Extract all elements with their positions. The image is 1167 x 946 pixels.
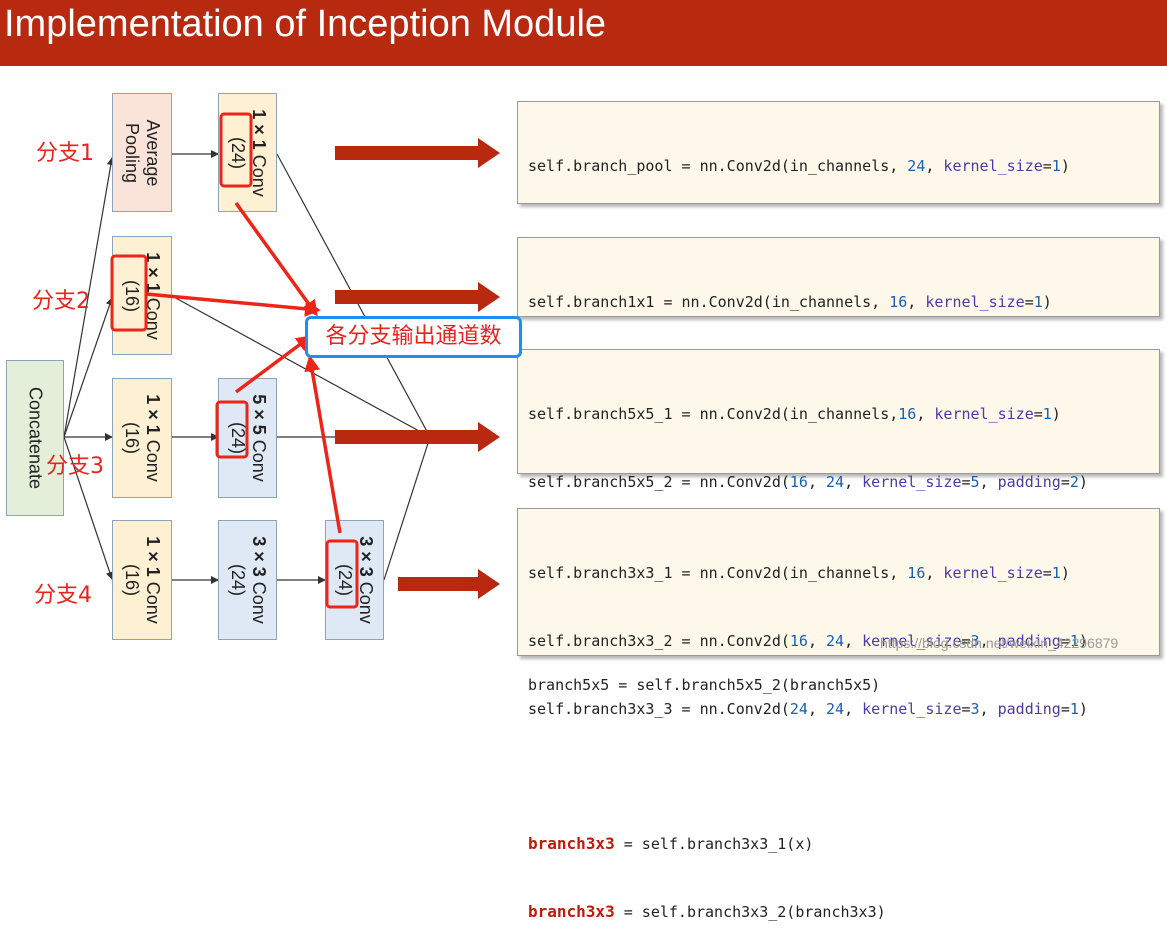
code-line: branch3x3 = self.branch3x3_1(x) bbox=[528, 834, 814, 854]
big-arrow-branch2 bbox=[335, 282, 500, 312]
code-line: self.branch_pool = nn.Conv2d(in_channels… bbox=[528, 157, 1070, 176]
watermark: https://blog.csdn.net/weixin_42296879 bbox=[880, 635, 1119, 651]
big-arrow-branch4 bbox=[398, 569, 500, 599]
annotation-arrow-4 bbox=[304, 355, 342, 534]
annotation-layer bbox=[110, 112, 359, 609]
annotation-arrow-2 bbox=[145, 292, 321, 317]
b4-conv3x3a-node: 3 × 3 Conv(24) bbox=[218, 520, 277, 640]
page-title: Implementation of Inception Module bbox=[4, 3, 607, 45]
big-arrow-branch3 bbox=[335, 422, 500, 452]
edge-b4-out bbox=[383, 436, 431, 581]
edge-concat-to-pool bbox=[63, 157, 115, 438]
channel-count-callout: 各分支输出通道数 bbox=[305, 316, 522, 358]
branch-label-3: 分支3 bbox=[46, 454, 104, 479]
concatenate-node: Concatenate bbox=[6, 360, 64, 516]
code-line: self.branch1x1 = nn.Conv2d(in_channels, … bbox=[528, 293, 1052, 312]
code-box-branch2: self.branch1x1 = nn.Conv2d(in_channels, … bbox=[517, 237, 1160, 447]
average-pooling-node: Average Pooling bbox=[112, 93, 172, 212]
annotation-arrow-1 bbox=[234, 201, 318, 317]
b4-conv1x1-node: 1 × 1 Conv(16) bbox=[112, 520, 172, 640]
branch-label-1: 分支1 bbox=[36, 141, 94, 166]
code-line: self.branch5x5_2 = nn.Conv2d(16, 24, ker… bbox=[528, 472, 1088, 491]
big-arrow-branch1 bbox=[335, 138, 500, 168]
highlight-b1-channels bbox=[219, 112, 253, 188]
title-bar: Implementation of Inception Module bbox=[0, 0, 1167, 66]
code-line: self.branch3x3_1 = nn.Conv2d(in_channels… bbox=[528, 564, 1070, 583]
code-line: self.branch5x5_1 = nn.Conv2d(in_channels… bbox=[528, 405, 1061, 424]
highlight-b2-channels bbox=[110, 254, 148, 332]
edge-concat-to-b4 bbox=[63, 436, 114, 580]
highlight-b4-channels bbox=[325, 539, 359, 609]
code-line: self.branch3x3_2 = nn.Conv2d(16, 24, ker… bbox=[528, 631, 1088, 650]
edge-b2-out bbox=[171, 295, 431, 438]
code-line: branch3x3 = self.branch3x3_2(branch3x3) bbox=[528, 902, 886, 922]
b3-conv1x1-node: 1 × 1 Conv(16) bbox=[112, 378, 172, 498]
branch-label-4: 分支4 bbox=[34, 583, 92, 608]
highlight-b3-channels bbox=[215, 400, 249, 459]
edge-concat-to-b2 bbox=[63, 297, 114, 438]
branch-label-2: 分支2 bbox=[32, 289, 90, 314]
code-line: self.branch3x3_3 = nn.Conv2d(24, 24, ker… bbox=[528, 699, 1088, 718]
big-arrows bbox=[335, 138, 500, 599]
annotation-arrow-3 bbox=[234, 335, 313, 394]
code-line: branch5x5 = self.branch5x5_2(branch5x5) bbox=[528, 676, 881, 695]
